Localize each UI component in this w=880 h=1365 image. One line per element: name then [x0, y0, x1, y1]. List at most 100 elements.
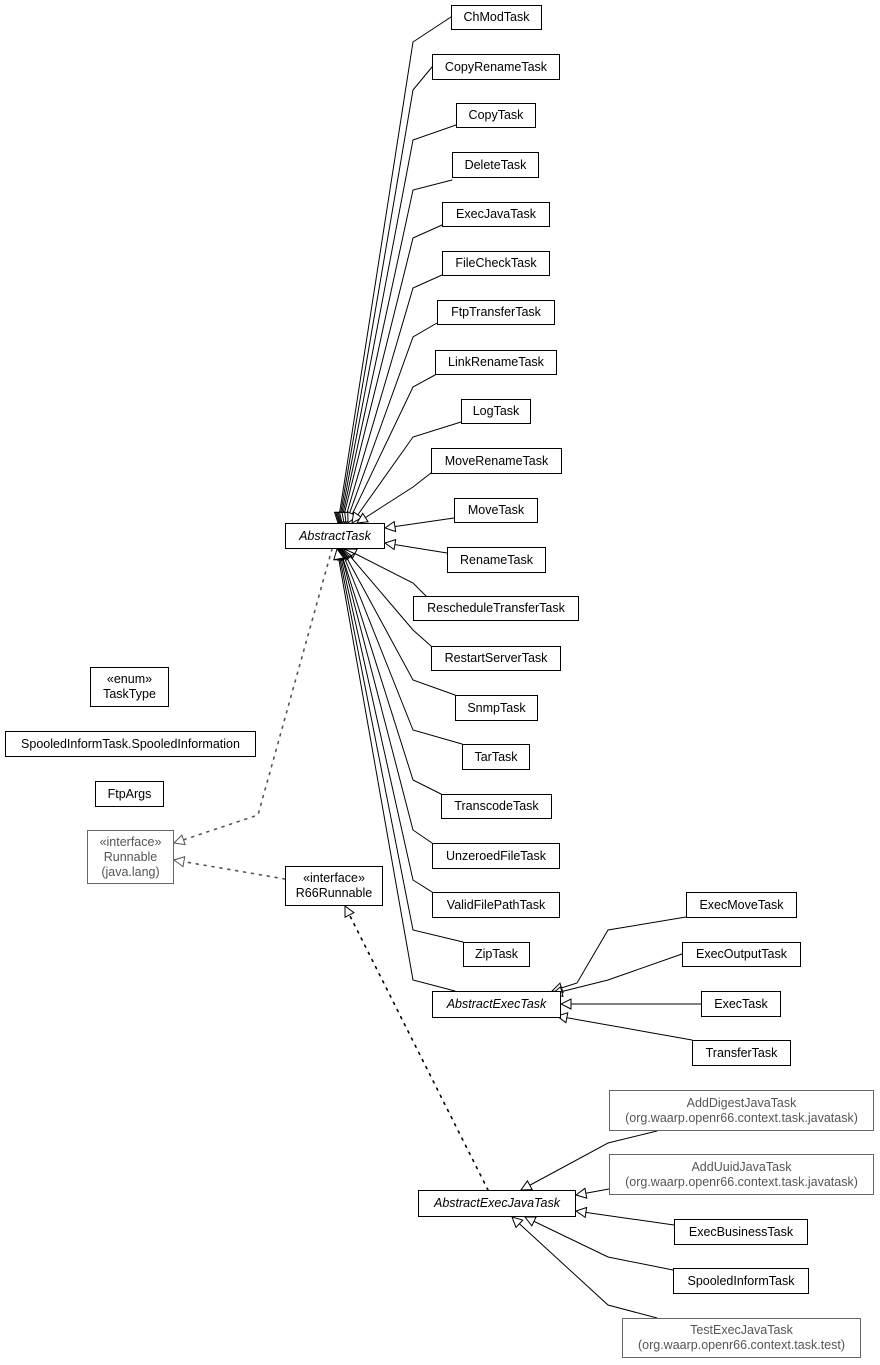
inheritance-edge-abstractexec-to-abstracttask: [337, 549, 456, 992]
class-node-label: FileCheckTask: [455, 256, 537, 270]
class-node-abstractexecjava[interactable]: AbstractExecJavaTask: [418, 1190, 576, 1217]
class-node-label: AbstractExecJavaTask: [434, 1196, 560, 1210]
class-node-label: ChModTask: [463, 10, 530, 24]
inheritance-edge-adduuid-to-abstractexecjava: [576, 1189, 610, 1195]
class-node-copyrename[interactable]: CopyRenameTask: [432, 54, 560, 80]
class-node-restartserver[interactable]: RestartServerTask: [431, 646, 561, 671]
class-node-ftpargs[interactable]: FtpArgs: [95, 781, 164, 807]
class-node-label: RenameTask: [460, 552, 533, 567]
inheritance-edge-moverename-to-abstracttask: [357, 472, 432, 523]
class-node-label: MoveTask: [467, 503, 525, 517]
inheritance-edge-linkrename-to-abstracttask: [348, 374, 436, 523]
class-node-label: TestExecJavaTask: [690, 1323, 793, 1337]
class-node-execbusiness[interactable]: ExecBusinessTask: [674, 1219, 808, 1245]
class-node-label: ExecJavaTask: [456, 207, 536, 221]
inheritance-edge-copyrename-to-abstracttask: [339, 66, 433, 523]
inheritance-edge-execoutput-to-abstractexec: [552, 953, 683, 994]
class-node-label: (org.waarp.openr66.context.task.javatask…: [625, 1174, 858, 1189]
class-node-unzeroed[interactable]: UnzeroedFileTask: [432, 843, 560, 869]
class-node-spooledinform[interactable]: SpooledInformTask: [673, 1268, 809, 1294]
inheritance-edge-execbusiness-to-abstractexecjava: [576, 1211, 675, 1226]
inheritance-edge-filecheck-to-abstracttask: [344, 274, 443, 523]
class-node-tar[interactable]: TarTask: [462, 744, 530, 770]
class-node-ftptransfer[interactable]: FtpTransferTask: [437, 300, 555, 325]
class-node-zip[interactable]: ZipTask: [463, 942, 530, 967]
class-node-label: SpooledInformTask: [687, 1273, 795, 1288]
class-node-label: ExecMoveTask: [699, 897, 784, 912]
class-node-exec[interactable]: ExecTask: [701, 991, 781, 1017]
inheritance-edge-transcode-to-abstracttask: [340, 549, 442, 795]
class-node-label: ZipTask: [474, 947, 519, 961]
class-node-label: R66Runnable: [295, 886, 373, 900]
class-node-label: ExecTask: [714, 996, 768, 1011]
inheritance-edge-reschedule-to-abstracttask: [346, 549, 427, 597]
class-node-label: UnzeroedFileTask: [445, 848, 547, 863]
class-node-spooledinfo[interactable]: SpooledInformTask.SpooledInformation: [5, 731, 256, 757]
class-node-execmove[interactable]: ExecMoveTask: [686, 892, 797, 918]
class-node-label: AddDigestJavaTask: [686, 1095, 797, 1110]
class-node-label: CopyRenameTask: [444, 59, 548, 74]
class-node-transcode[interactable]: TranscodeTask: [441, 794, 552, 819]
inheritance-edge-execjava-to-abstracttask: [342, 224, 443, 523]
class-node-linkrename[interactable]: LinkRenameTask: [435, 350, 557, 375]
class-node-abstractexec[interactable]: AbstractExecTask: [432, 991, 561, 1018]
class-node-label: FtpTransferTask: [451, 305, 541, 319]
inheritance-edge-tar-to-abstracttask: [341, 549, 463, 745]
class-node-tasktype[interactable]: «enum»TaskType: [90, 667, 169, 707]
class-node-label: (java.lang): [101, 864, 160, 879]
class-node-adduuid[interactable]: AddUuidJavaTask(org.waarp.openr66.contex…: [609, 1154, 874, 1195]
class-node-snmp[interactable]: SnmpTask: [455, 695, 538, 721]
inheritance-edge-transfer-to-abstractexec: [557, 1016, 693, 1041]
class-node-reschedule[interactable]: RescheduleTransferTask: [413, 596, 579, 621]
class-node-chmod[interactable]: ChModTask: [451, 5, 542, 30]
class-node-label: TaskType: [103, 687, 156, 701]
class-node-label: RestartServerTask: [444, 651, 548, 665]
inheritance-edge-adddigest-to-abstractexecjava: [521, 1130, 658, 1190]
class-node-label: AbstractExecTask: [446, 997, 547, 1011]
class-node-transfer[interactable]: TransferTask: [692, 1040, 791, 1066]
class-node-abstracttask[interactable]: AbstractTask: [285, 523, 385, 549]
class-node-testexecjava[interactable]: TestExecJavaTask(org.waarp.openr66.conte…: [622, 1318, 861, 1358]
class-node-label: «enum»: [106, 672, 153, 686]
inheritance-edge-restartserver-to-abstracttask: [344, 549, 432, 647]
class-node-move[interactable]: MoveTask: [454, 498, 538, 523]
class-node-label: SpooledInformTask.SpooledInformation: [21, 736, 240, 751]
class-node-r66runnable[interactable]: «interface»R66Runnable: [285, 866, 383, 906]
class-node-moverename[interactable]: MoveRenameTask: [431, 448, 562, 474]
inheritance-edge-chmod-to-abstracttask: [338, 16, 452, 523]
inheritance-edge-copy-to-abstracttask: [340, 124, 457, 523]
class-node-rename[interactable]: RenameTask: [447, 547, 546, 573]
inheritance-edge-unzeroed-to-abstracttask: [340, 549, 433, 844]
class-node-label: ExecOutputTask: [695, 947, 787, 961]
class-node-label: «interface»: [303, 871, 365, 885]
class-node-label: AbstractTask: [299, 528, 371, 543]
class-node-label: DeleteTask: [464, 157, 527, 172]
class-node-label: TransferTask: [705, 1045, 778, 1060]
class-node-delete[interactable]: DeleteTask: [452, 152, 539, 178]
class-node-runnable[interactable]: «interface»Runnable(java.lang): [87, 830, 174, 884]
class-node-log[interactable]: LogTask: [461, 399, 531, 424]
class-node-label: SnmpTask: [467, 700, 526, 715]
class-node-label: «interface»: [99, 834, 162, 849]
class-node-filecheck[interactable]: FileCheckTask: [442, 251, 550, 276]
class-node-label: TranscodeTask: [454, 799, 539, 813]
class-node-label: Runnable: [103, 849, 158, 864]
class-node-label: (org.waarp.openr66.context.task.javatask…: [625, 1110, 858, 1125]
class-node-label: RescheduleTransferTask: [427, 601, 565, 615]
class-node-validfilepath[interactable]: ValidFilePathTask: [432, 892, 560, 918]
class-node-adddigest[interactable]: AddDigestJavaTask(org.waarp.openr66.cont…: [609, 1090, 874, 1131]
realization-edge-abstractexecjava-to-r66runnable: [344, 906, 489, 1191]
class-node-label: AddUuidJavaTask: [691, 1159, 792, 1174]
class-node-label: ExecBusinessTask: [688, 1224, 794, 1239]
class-node-label: MoveRenameTask: [444, 453, 549, 468]
class-node-label: FtpArgs: [107, 786, 152, 801]
class-node-execjava[interactable]: ExecJavaTask: [442, 202, 550, 227]
inheritance-edge-zip-to-abstracttask: [338, 549, 464, 943]
class-node-execoutput[interactable]: ExecOutputTask: [682, 942, 801, 967]
class-node-label: CopyTask: [468, 108, 524, 122]
inheritance-edge-snmp-to-abstracttask: [342, 549, 456, 696]
class-node-copy[interactable]: CopyTask: [456, 103, 536, 128]
class-node-label: (org.waarp.openr66.context.task.test): [637, 1338, 846, 1352]
inheritance-edge-delete-to-abstracttask: [341, 179, 453, 523]
